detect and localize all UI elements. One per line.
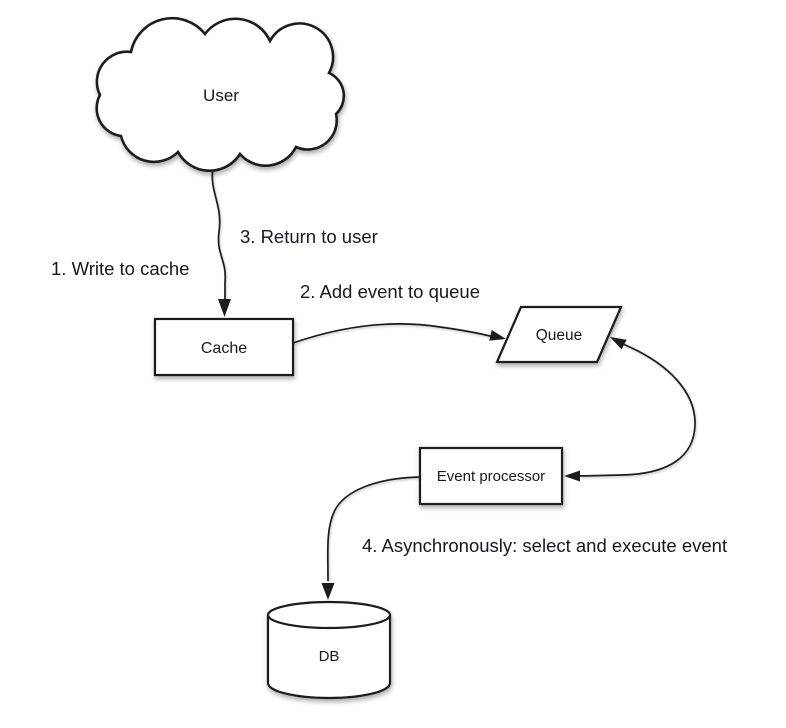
node-cache: Cache bbox=[153, 317, 295, 377]
edge-user-to-cache bbox=[211, 166, 227, 300]
node-event-processor: Event processor bbox=[418, 446, 564, 506]
db-label: DB bbox=[319, 648, 340, 665]
label-add-event-to-queue: 2. Add event to queue bbox=[300, 281, 480, 302]
arrowhead-into-queue-right-icon bbox=[610, 337, 627, 350]
label-write-to-cache: 1. Write to cache bbox=[51, 258, 189, 279]
user-cloud-shape bbox=[95, 16, 346, 173]
node-user: User bbox=[95, 16, 346, 173]
arrowhead-into-db-icon bbox=[321, 583, 335, 600]
user-label: User bbox=[203, 86, 239, 105]
node-db: DB bbox=[266, 600, 392, 700]
edge-event-processor-to-db bbox=[326, 476, 421, 582]
event-processor-box bbox=[418, 446, 564, 506]
label-async-execute: 4. Asynchronously: select and execute ev… bbox=[362, 535, 727, 556]
arrowhead-into-event-processor-icon bbox=[564, 470, 580, 482]
arrowhead-into-cache-icon bbox=[218, 299, 231, 317]
event-processor-label: Event processor bbox=[437, 468, 545, 485]
node-queue: Queue bbox=[495, 305, 623, 364]
cache-label: Cache bbox=[201, 340, 247, 357]
arrowhead-into-queue-left-icon bbox=[489, 330, 506, 341]
label-return-to-user: 3. Return to user bbox=[240, 226, 378, 247]
edge-queue-event-processor bbox=[579, 343, 696, 477]
queue-parallelogram bbox=[495, 305, 623, 364]
db-cylinder-top-rim bbox=[266, 614, 392, 630]
edge-cache-to-queue bbox=[292, 323, 493, 344]
cache-box bbox=[153, 317, 295, 377]
queue-label: Queue bbox=[536, 327, 583, 344]
